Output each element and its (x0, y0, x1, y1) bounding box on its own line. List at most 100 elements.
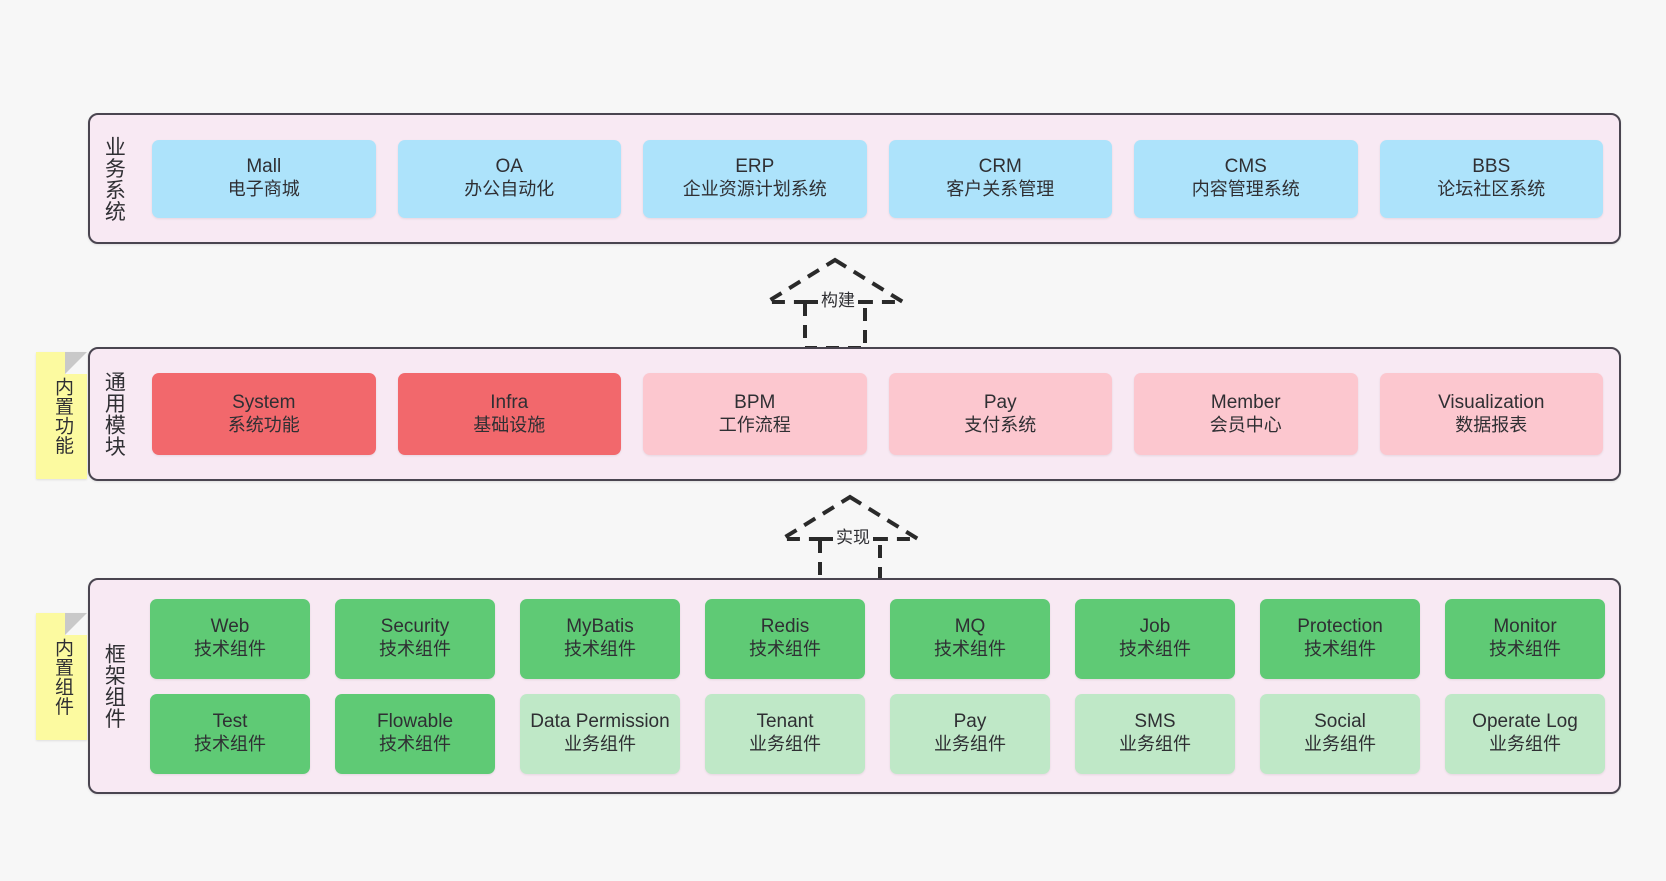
node-desc: 客户关系管理 (946, 179, 1055, 200)
node-tenant[interactable]: Tenant 业务组件 (705, 693, 865, 774)
node-title: Member (1210, 391, 1281, 413)
node-title: ERP (735, 156, 775, 178)
node-desc: 基础设施 (473, 414, 546, 435)
layer-framework-component: 框架组件 Web 技术组件 Security 技术组件 MyBatis 技术组件… (88, 578, 1621, 794)
node-title: Redis (760, 616, 810, 638)
node-desc: 业务组件 (1304, 734, 1376, 755)
node-cms[interactable]: CMS 内容管理系统 (1134, 139, 1358, 218)
node-system[interactable]: System 系统功能 (152, 373, 376, 455)
node-title: SMS (1134, 711, 1176, 733)
node-desc: 技术组件 (379, 734, 451, 755)
node-desc: 业务组件 (1119, 734, 1191, 755)
node-desc: 技术组件 (379, 639, 451, 660)
node-title: Test (212, 711, 248, 733)
node-title: CRM (978, 156, 1022, 178)
node-desc: 系统功能 (227, 414, 300, 435)
node-title: Job (1139, 616, 1171, 638)
connector-implement-label: 实现 (833, 529, 873, 546)
node-desc: 内容管理系统 (1191, 179, 1300, 200)
node-operate-log[interactable]: Operate Log 业务组件 (1445, 693, 1605, 774)
node-title: Mall (246, 156, 282, 178)
node-desc: 支付系统 (964, 414, 1037, 435)
connector-build-label: 构建 (818, 292, 858, 309)
node-security[interactable]: Security 技术组件 (335, 598, 495, 679)
layer-title-framework-component: 框架组件 (102, 643, 126, 729)
node-desc: 电子商城 (227, 179, 300, 200)
node-mq[interactable]: MQ 技术组件 (890, 598, 1050, 679)
note-label: 内置组件 (51, 637, 73, 716)
node-desc: 论坛社区系统 (1437, 179, 1546, 200)
node-title: Tenant (756, 711, 814, 733)
node-desc: 办公自动化 (464, 179, 555, 200)
node-bbs[interactable]: BBS 论坛社区系统 (1379, 139, 1603, 218)
node-oa[interactable]: OA 办公自动化 (397, 139, 621, 218)
connector-build: 构建 (755, 252, 915, 350)
layer-body-business-system: Mall 电子商城 OA 办公自动化 ERP 企业资源计划系统 CRM 客户关系… (136, 115, 1619, 242)
node-desc: 会员中心 (1209, 414, 1282, 435)
note-builtin-function: 内置功能 (36, 352, 87, 479)
note-builtin-component: 内置组件 (36, 613, 87, 740)
node-desc: 技术组件 (194, 639, 266, 660)
node-mybatis[interactable]: MyBatis 技术组件 (520, 598, 680, 679)
layer-title-common-module: 通用模块 (102, 371, 126, 457)
node-protection[interactable]: Protection 技术组件 (1260, 598, 1420, 679)
node-pay-business[interactable]: Pay 业务组件 (890, 693, 1050, 774)
node-social[interactable]: Social 业务组件 (1260, 693, 1420, 774)
node-flowable[interactable]: Flowable 技术组件 (335, 693, 495, 774)
node-title: Social (1314, 711, 1366, 733)
node-sms[interactable]: SMS 业务组件 (1075, 693, 1235, 774)
node-desc: 技术组件 (934, 639, 1006, 660)
node-desc: 企业资源计划系统 (682, 179, 827, 200)
node-title: Operate Log (1472, 711, 1578, 733)
layer-title-business-system: 业务系统 (102, 135, 126, 222)
node-title: Protection (1297, 616, 1383, 638)
layer-common-module: 通用模块 System 系统功能 Infra 基础设施 BPM 工作流程 Pay… (88, 347, 1621, 481)
node-title: Web (210, 616, 250, 638)
layer-business-system: 业务系统 Mall 电子商城 OA 办公自动化 ERP 企业资源计划系统 CRM… (88, 113, 1621, 244)
node-row: Test 技术组件 Flowable 技术组件 Data Permission … (150, 693, 1605, 774)
node-title: CMS (1224, 156, 1267, 178)
node-desc: 技术组件 (1304, 639, 1376, 660)
node-title: MQ (954, 616, 986, 638)
node-pay[interactable]: Pay 支付系统 (888, 373, 1112, 455)
node-title: OA (495, 156, 523, 178)
node-desc: 业务组件 (749, 734, 821, 755)
node-visualization[interactable]: Visualization 数据报表 (1379, 373, 1603, 455)
node-title: BPM (734, 391, 776, 413)
node-redis[interactable]: Redis 技术组件 (705, 598, 865, 679)
node-desc: 技术组件 (194, 734, 266, 755)
node-desc: 业务组件 (934, 734, 1006, 755)
node-desc: 技术组件 (1119, 639, 1191, 660)
node-title: Flowable (376, 711, 454, 733)
node-web[interactable]: Web 技术组件 (150, 598, 310, 679)
node-title: System (232, 391, 296, 413)
note-label: 内置功能 (51, 376, 73, 455)
node-row: System 系统功能 Infra 基础设施 BPM 工作流程 Pay 支付系统… (152, 373, 1603, 455)
node-erp[interactable]: ERP 企业资源计划系统 (643, 139, 867, 218)
node-title: Infra (490, 391, 529, 413)
node-desc: 数据报表 (1455, 414, 1528, 435)
node-title: Monitor (1493, 616, 1557, 638)
node-desc: 技术组件 (1489, 639, 1561, 660)
node-monitor[interactable]: Monitor 技术组件 (1445, 598, 1605, 679)
node-crm[interactable]: CRM 客户关系管理 (888, 139, 1112, 218)
node-title: Security (380, 616, 450, 638)
node-job[interactable]: Job 技术组件 (1075, 598, 1235, 679)
node-title: Pay (983, 391, 1017, 413)
node-desc: 技术组件 (564, 639, 636, 660)
node-title: Data Permission (530, 711, 670, 733)
node-desc: 工作流程 (718, 414, 791, 435)
node-test[interactable]: Test 技术组件 (150, 693, 310, 774)
node-title: Visualization (1438, 391, 1545, 413)
node-infra[interactable]: Infra 基础设施 (397, 373, 621, 455)
node-data-permission[interactable]: Data Permission 业务组件 (520, 693, 680, 774)
node-bpm[interactable]: BPM 工作流程 (643, 373, 867, 455)
layer-body-common-module: System 系统功能 Infra 基础设施 BPM 工作流程 Pay 支付系统… (136, 349, 1619, 479)
node-desc: 技术组件 (749, 639, 821, 660)
node-title: Pay (953, 711, 987, 733)
node-member[interactable]: Member 会员中心 (1134, 373, 1358, 455)
connector-implement: 实现 (770, 489, 930, 587)
node-row: Mall 电子商城 OA 办公自动化 ERP 企业资源计划系统 CRM 客户关系… (152, 139, 1603, 218)
node-mall[interactable]: Mall 电子商城 (152, 139, 376, 218)
